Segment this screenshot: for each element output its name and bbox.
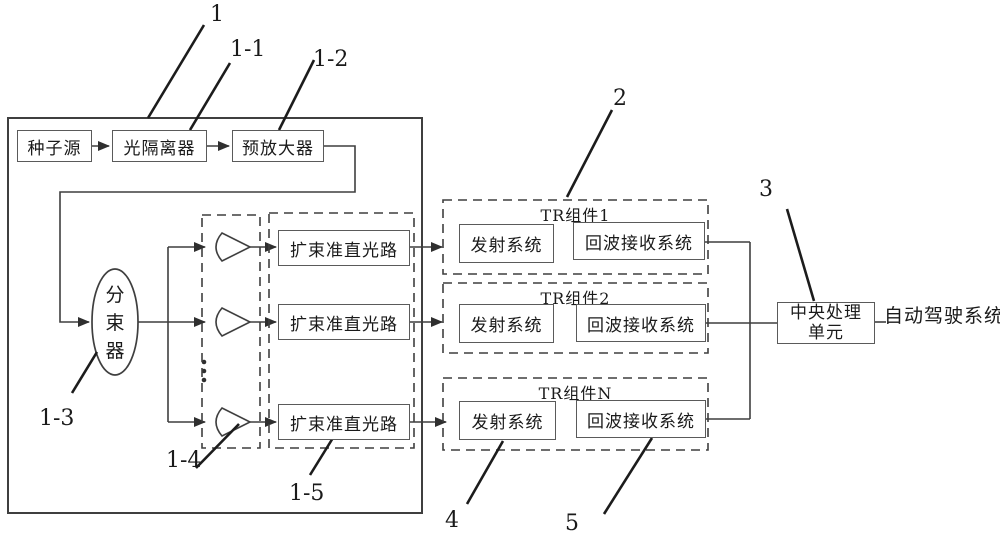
seed-source-box: 种子源	[17, 130, 92, 162]
amplifier-symbol-3	[215, 407, 252, 437]
ref-label-2: 2	[613, 86, 627, 111]
tr1-transmit-system-box: 发射系统	[459, 224, 554, 263]
ref-label-1: 1	[210, 2, 224, 27]
laser-unit-outline	[7, 117, 423, 514]
trN-echo-receive-system-box: 回波接收系统	[576, 400, 706, 438]
cpu-label-line1: 中央处理	[790, 303, 862, 323]
ref-label-5: 5	[565, 511, 579, 536]
amplifier-group-dashed-box	[201, 214, 261, 449]
ref-label-1-4: 1-4	[166, 448, 202, 473]
tr2-echo-receive-system-box: 回波接收系统	[576, 304, 706, 342]
leader-line-1-3	[70, 351, 99, 394]
ref-label-3: 3	[759, 177, 773, 202]
ref-label-1-2: 1-2	[313, 47, 349, 72]
ref-label-1-5: 1-5	[289, 481, 325, 506]
tr-module-1-dashed-box	[442, 199, 709, 275]
collimator-group-dashed-box	[268, 212, 415, 449]
leader-line-1-1	[188, 62, 232, 131]
tr-module-2-dashed-box	[442, 282, 709, 354]
collimator-box-2: 扩束准直光路	[278, 304, 410, 340]
trN-transmit-system-box: 发射系统	[459, 401, 556, 440]
leader-line-5	[602, 437, 654, 515]
beam-splitter-label: 分束器	[105, 284, 125, 362]
cpu-label-line2: 单元	[808, 323, 844, 343]
collimator-box-3: 扩束准直光路	[278, 404, 410, 440]
leader-line-3	[785, 208, 816, 302]
leader-line-2	[565, 109, 614, 198]
tr-module-1-title: TR组件1	[540, 206, 611, 225]
leader-line-1-4	[195, 423, 240, 469]
amplifier-symbol-2	[215, 307, 252, 337]
vertical-ellipsis-dots	[201, 359, 207, 383]
preamplifier-box: 预放大器	[232, 130, 324, 162]
leader-line-1-2	[277, 59, 316, 131]
leader-line-1	[146, 24, 206, 119]
tr-module-N-dashed-box	[442, 377, 709, 451]
amplifier-symbol-1	[215, 232, 252, 262]
collimator-box-1: 扩束准直光路	[278, 230, 410, 266]
optical-isolator-box: 光隔离器	[112, 130, 207, 162]
wire-preamp-to-splitter	[59, 145, 356, 327]
leader-line-1-5	[308, 432, 338, 476]
tr1-echo-receive-system-box: 回波接收系统	[573, 222, 705, 260]
leader-line-4	[465, 440, 505, 505]
tr2-transmit-system-box: 发射系统	[459, 304, 554, 343]
ref-label-1-1: 1-1	[230, 37, 266, 62]
ref-label-1-3: 1-3	[39, 406, 75, 431]
tr-module-2-title: TR组件2	[540, 289, 611, 308]
tr-module-N-title: TR组件N	[538, 384, 613, 403]
autonomous-driving-system-label: 自动驾驶系统	[884, 305, 1000, 327]
central-processing-unit-box: 中央处理 单元	[777, 302, 875, 344]
ref-label-4: 4	[445, 508, 459, 533]
